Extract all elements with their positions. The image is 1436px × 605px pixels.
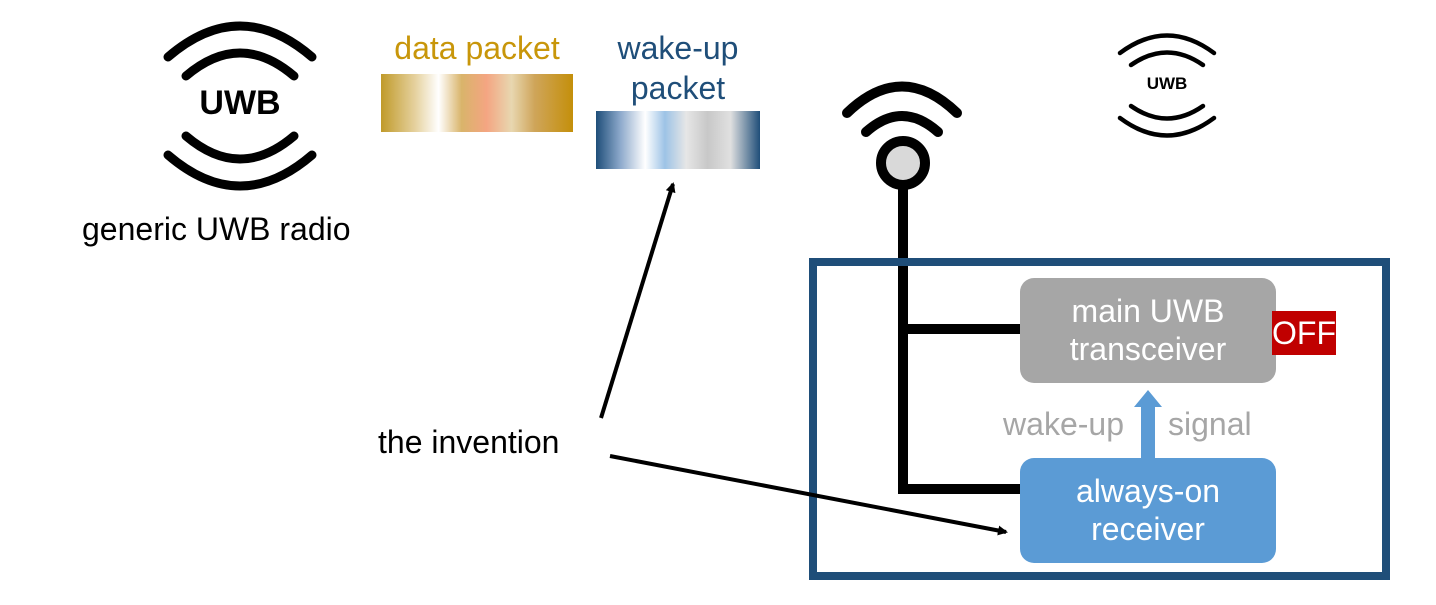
uwb-logo-left: UWB (163, 21, 317, 191)
wakeup-packet (596, 111, 760, 169)
always-on-receiver-box (1020, 458, 1276, 563)
wakeup-signal-label-left: wake-up (1002, 406, 1124, 442)
uwb-logo-text: UWB (1147, 74, 1188, 93)
signal-arc-top-outer (1117, 33, 1217, 56)
signal-arc-top-outer (163, 21, 317, 62)
wakeup-packet-label-line1: wake-up (617, 30, 739, 66)
signal-arc-bottom-inner (181, 131, 299, 164)
data-packet-label: data packet (394, 30, 560, 66)
off-badge (1272, 311, 1336, 355)
signal-arc-top-inner (1128, 50, 1206, 68)
signal-arc-top-inner (181, 48, 299, 81)
signal-arc-bottom-outer (163, 150, 317, 191)
wakeup-packet-label-line2: packet (631, 70, 725, 106)
main-transceiver-box (1020, 278, 1276, 383)
main-transceiver-label-line1: main UWB (1072, 293, 1225, 329)
receiver-label-line1: always-on (1076, 473, 1220, 509)
invention-arrow-to-packet (599, 182, 676, 419)
antenna-head (876, 136, 930, 190)
device-frame (809, 258, 1390, 580)
main-transceiver-label-line2: transceiver (1070, 331, 1227, 367)
antenna (842, 81, 1022, 494)
antenna-wave-inner (861, 111, 943, 137)
antenna-wave-outer (842, 81, 962, 118)
off-badge-label: OFF (1272, 315, 1336, 351)
wakeup-signal-arrow (1134, 390, 1162, 458)
uwb-logo-right: UWB (1117, 33, 1217, 138)
receiver-label-line2: receiver (1091, 511, 1205, 547)
generic-radio-caption: generic UWB radio (82, 211, 351, 247)
signal-arc-bottom-inner (1128, 103, 1206, 121)
invention-arrow-to-receiver (609, 454, 1008, 536)
invention-label: the invention (378, 424, 559, 460)
signal-arc-bottom-outer (1117, 115, 1217, 138)
data-packet (381, 74, 573, 132)
uwb-logo-text: UWB (199, 84, 280, 122)
wakeup-signal-label-right: signal (1168, 406, 1252, 442)
